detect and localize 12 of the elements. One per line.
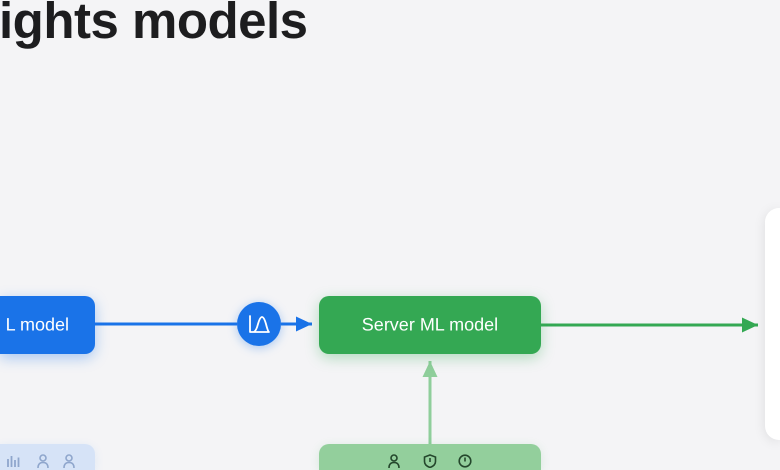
- slide-title: ights models: [0, 0, 308, 49]
- arrow: [422, 361, 438, 444]
- distribution-icon: [237, 302, 281, 346]
- process-box: [319, 296, 541, 354]
- icon-panel: [0, 444, 95, 470]
- process-box: [0, 296, 95, 354]
- arrow: [281, 316, 312, 332]
- icon-panel: [319, 444, 541, 470]
- node-label: L model: [4, 314, 70, 336]
- arrow: [541, 318, 758, 332]
- node-label: Server ML model: [360, 314, 500, 336]
- connector-line: [95, 322, 237, 326]
